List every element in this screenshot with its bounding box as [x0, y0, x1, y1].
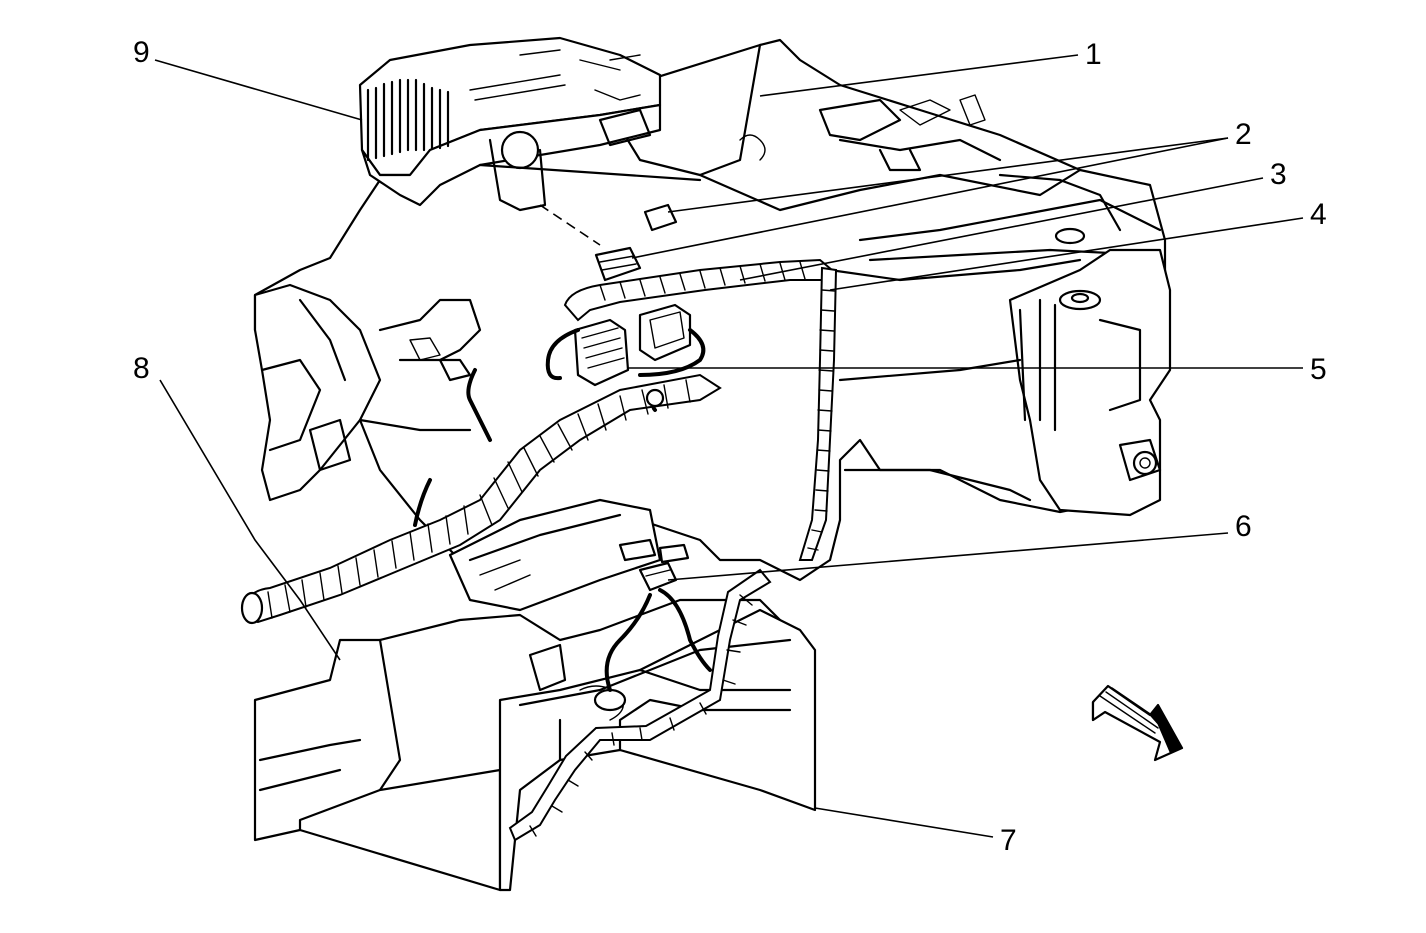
- main-harness: [240, 373, 722, 625]
- callout-9: 9: [133, 36, 150, 69]
- callout-3: 3: [1270, 158, 1287, 191]
- leader-3: [739, 177, 1264, 281]
- leader-6: [667, 532, 1229, 581]
- callout-5: 5: [1310, 353, 1327, 386]
- callout-7: 7: [1000, 824, 1017, 857]
- pigtail-wires: [413, 328, 706, 527]
- front-direction-arrow-icon: [1091, 684, 1184, 762]
- harness-connector-block: [573, 303, 692, 387]
- instrument-panel-carrier: [253, 38, 1167, 582]
- hvac-module: [838, 227, 1172, 517]
- lower-module: [448, 498, 662, 612]
- callout-4: 4: [1310, 198, 1327, 231]
- callout-6: 6: [1235, 510, 1252, 543]
- callout-1: 1: [1085, 38, 1102, 71]
- left-cowl-structure: [253, 283, 482, 502]
- lower-bracket: [498, 608, 817, 892]
- leader-8: [159, 379, 341, 661]
- leader-9: [154, 59, 363, 121]
- vertical-harness: [798, 266, 838, 561]
- radio-module: [358, 36, 702, 212]
- leader-2a: [667, 137, 1229, 213]
- leader-lines: [154, 54, 1304, 838]
- leader-7: [814, 807, 994, 838]
- callout-2: 2: [1235, 118, 1252, 151]
- leader-4: [829, 217, 1304, 291]
- lower-connector: [638, 543, 690, 592]
- leader-1: [759, 54, 1079, 97]
- callout-8: 8: [133, 352, 150, 385]
- leader-2b: [631, 137, 1229, 259]
- lower-harness: [508, 568, 772, 842]
